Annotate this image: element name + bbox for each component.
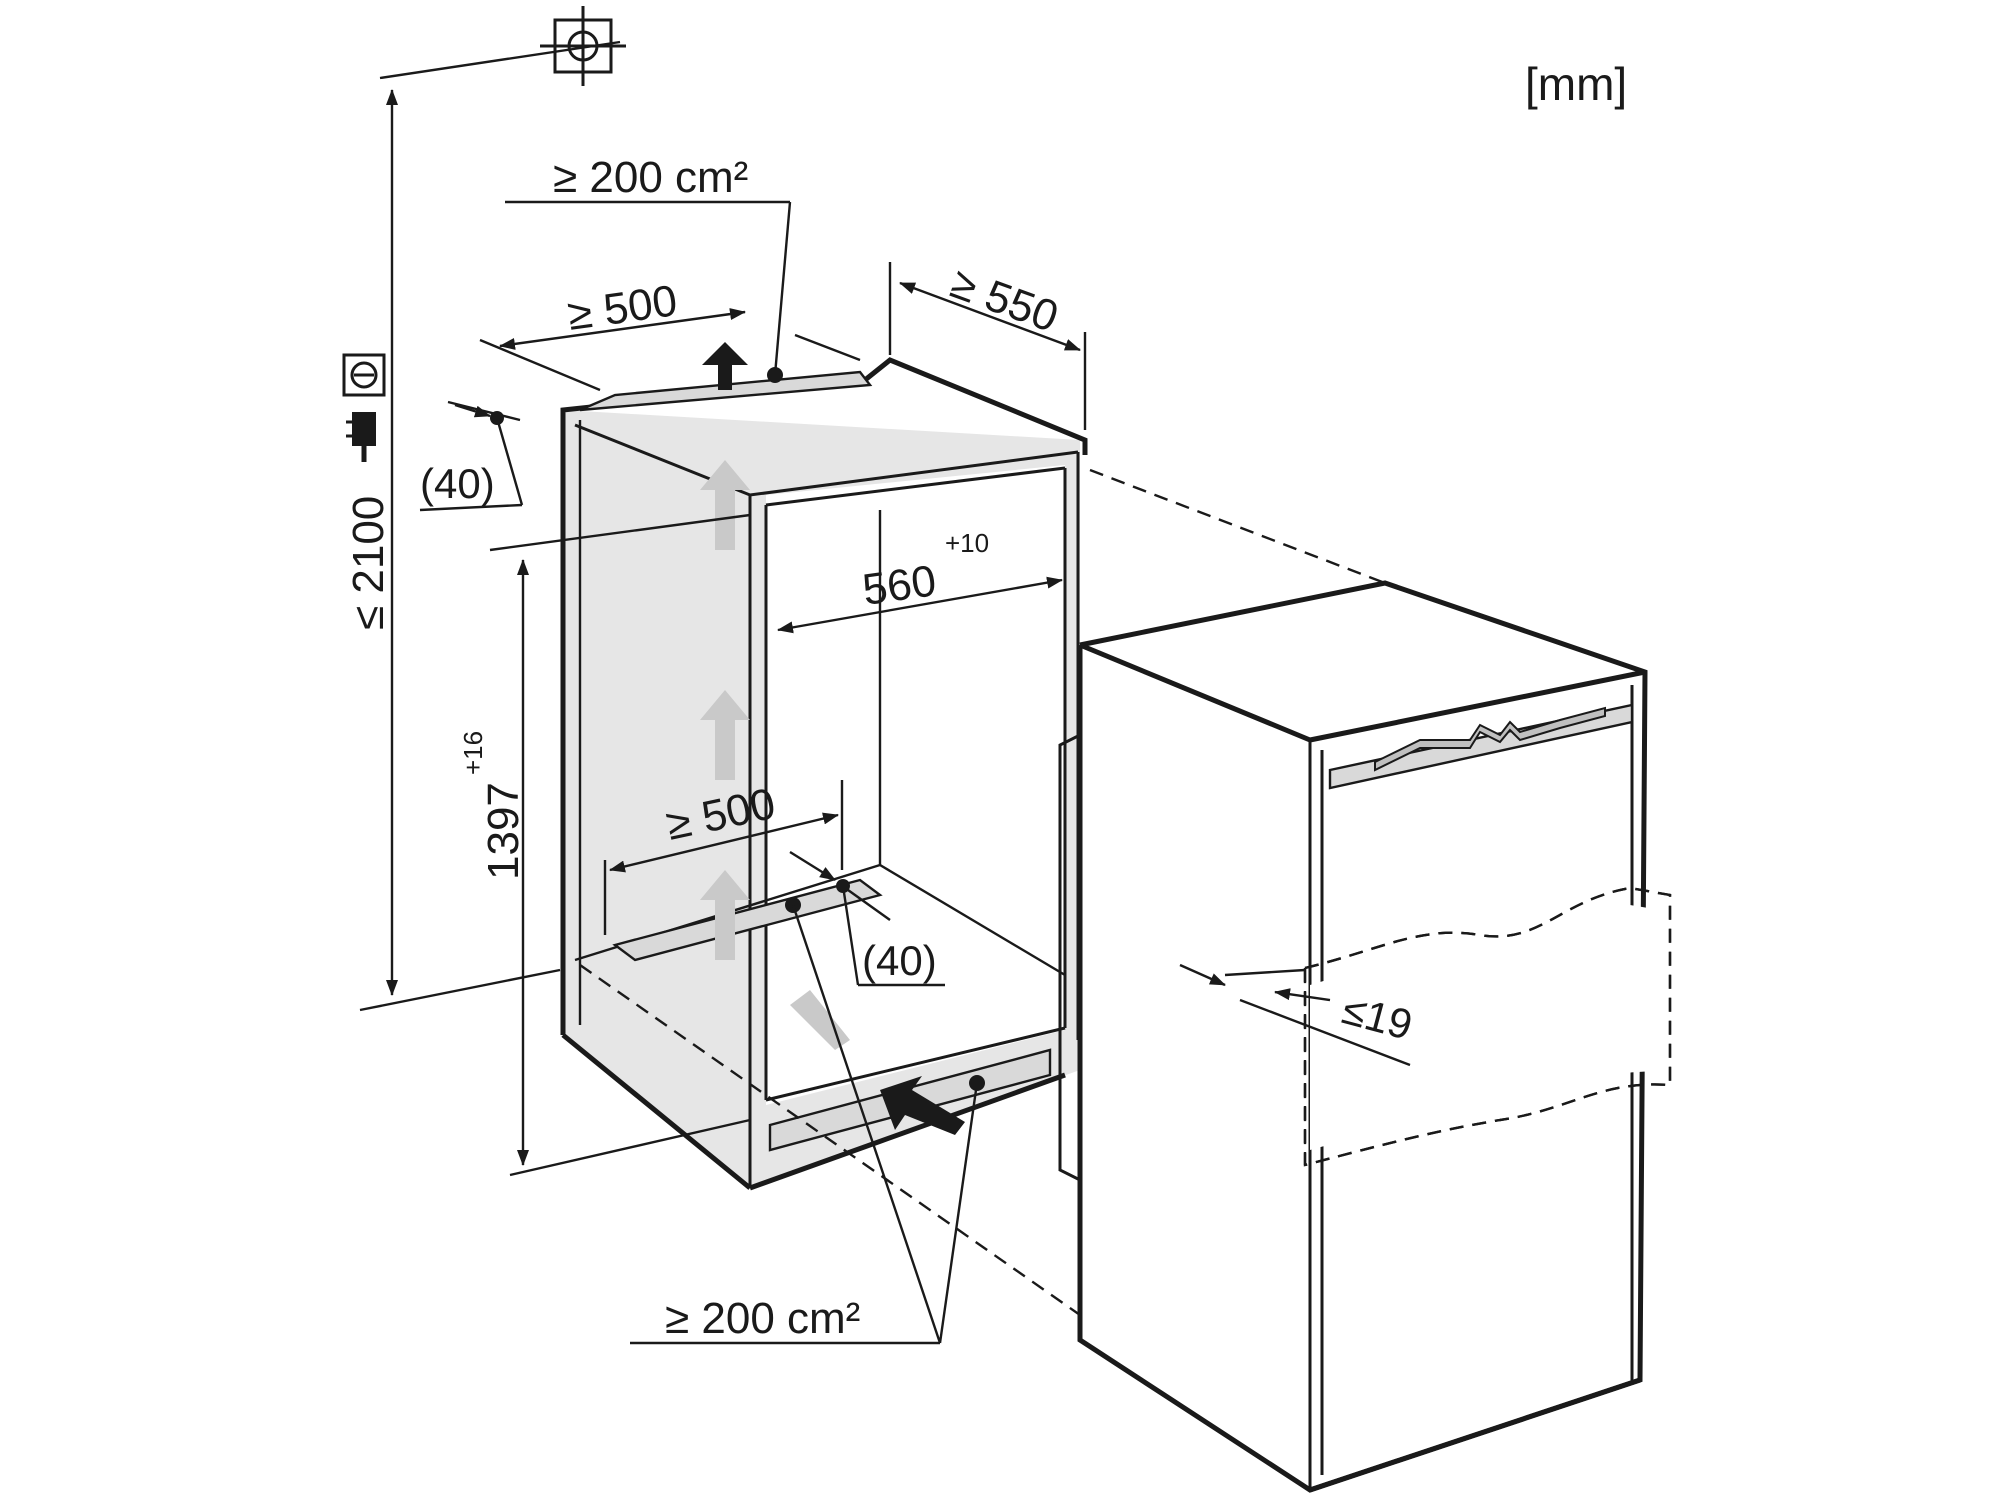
airflow-arrow-icon <box>700 460 850 1050</box>
appliance <box>1058 580 1672 1493</box>
niche-cabinet <box>560 357 1088 1191</box>
niche-height-tolerance: +16 <box>458 731 488 775</box>
niche-width-tolerance: +10 <box>945 528 989 558</box>
bottom-vent-offset-dimension: (40) <box>789 850 945 987</box>
unit-label: [mm] <box>1525 58 1627 110</box>
ceiling-outlet-icon <box>540 6 626 86</box>
top-vent-offset-label: (40) <box>420 460 495 507</box>
top-vent-area-label: ≥ 200 cm² <box>553 153 748 202</box>
top-vent-width-label: ≥ 500 <box>565 276 681 340</box>
bottom-vent-offset-label: (40) <box>862 937 937 984</box>
bottom-vent-area-label: ≥ 200 cm² <box>665 1294 860 1343</box>
niche-height-label: 1397 <box>479 782 528 880</box>
door-thickness-dimension: ≤19 <box>1179 963 1417 1067</box>
top-outflow-arrow-icon <box>702 342 748 390</box>
niche-width-label: 560 <box>860 556 940 615</box>
depth-dimension: ≥ 550 <box>888 258 1087 430</box>
top-vent-width-dimension: ≥ 500 <box>479 276 861 392</box>
bottom-vent-area-callout: ≥ 200 cm² <box>630 897 985 1345</box>
projection-lines <box>579 468 1391 1316</box>
depth-label: ≥ 550 <box>945 258 1065 342</box>
max-height-label: ≤ 2100 <box>344 496 393 630</box>
wall-socket-icon <box>342 353 386 397</box>
bottom-inflow-arrow-icon <box>880 1076 965 1135</box>
niche-height-dimension: 1397 +16 <box>458 513 751 1177</box>
niche-width-dimension: 560 +10 <box>777 528 1063 634</box>
top-vent-offset-dimension: (40) <box>419 400 524 512</box>
top-vent-area-callout: ≥ 200 cm² <box>505 153 792 383</box>
power-plug-icon <box>346 412 376 462</box>
max-height-dimension: ≤ 2100 <box>344 89 561 1012</box>
